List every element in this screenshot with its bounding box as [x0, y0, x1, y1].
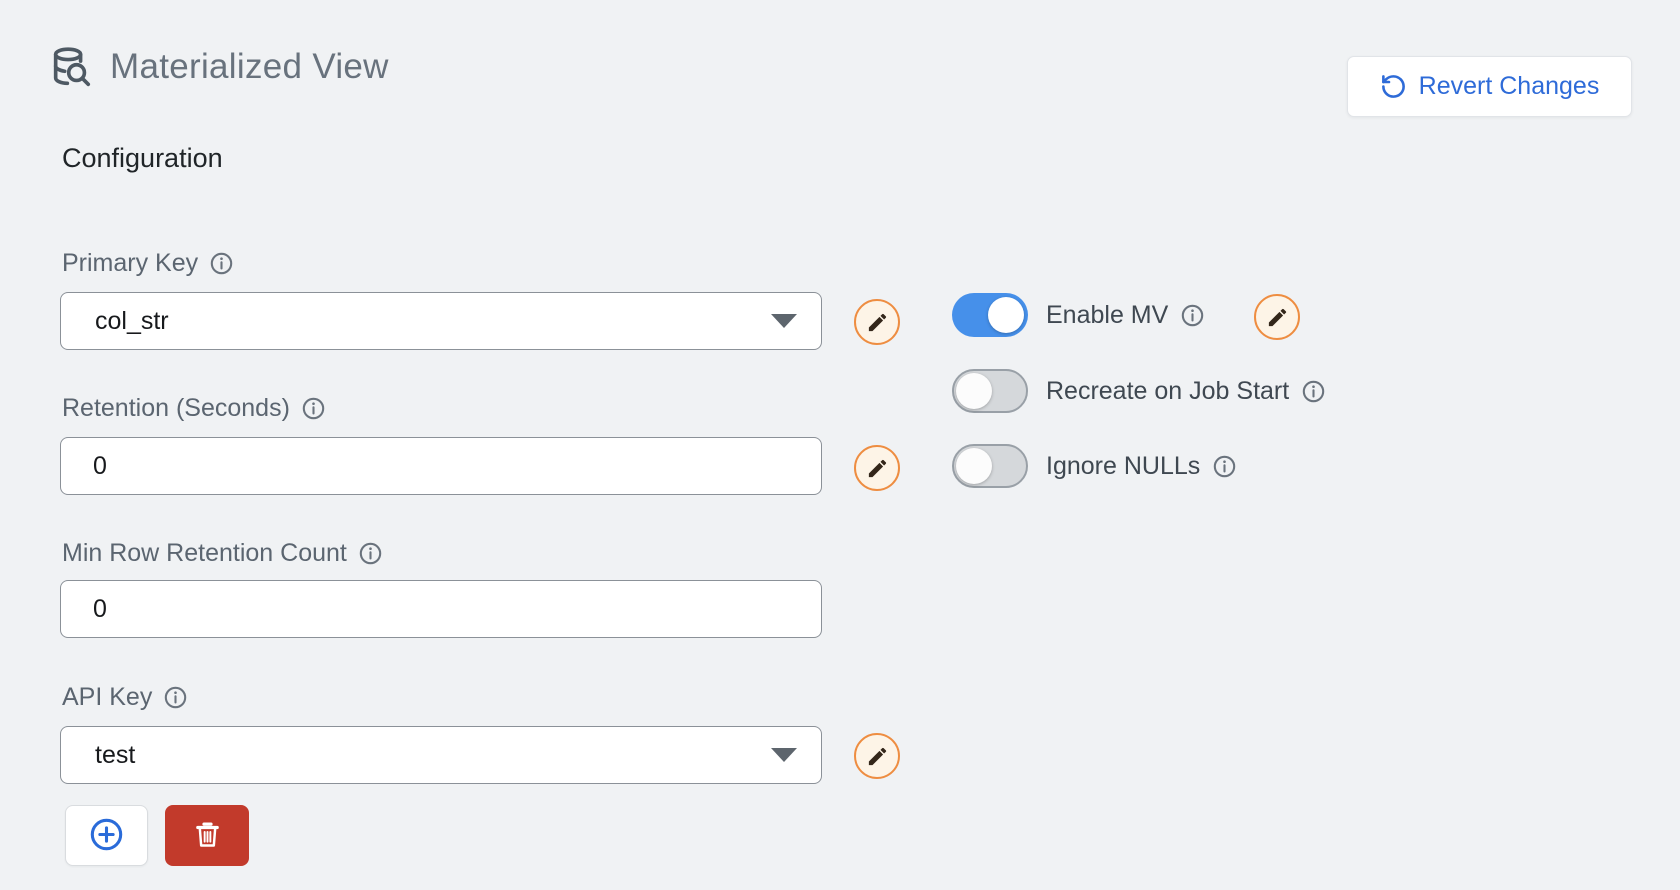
- edit-api-key-button[interactable]: [854, 733, 900, 779]
- recreate-on-job-start-label-text: Recreate on Job Start: [1046, 377, 1290, 405]
- primary-key-label: Primary Key: [62, 247, 234, 279]
- caret-down-icon: [771, 748, 797, 762]
- recreate-on-job-start-toggle[interactable]: [952, 369, 1028, 413]
- revert-changes-label: Revert Changes: [1418, 72, 1600, 100]
- retention-seconds-label-text: Retention (Seconds): [62, 394, 290, 422]
- edit-retention-seconds-button[interactable]: [854, 445, 900, 491]
- add-api-key-button[interactable]: [65, 805, 148, 866]
- info-icon[interactable]: [358, 541, 383, 566]
- recreate-on-job-start-label: Recreate on Job Start: [1046, 374, 1326, 408]
- revert-changes-button[interactable]: Revert Changes: [1347, 56, 1632, 117]
- api-key-label-text: API Key: [62, 683, 153, 711]
- enable-mv-toggle[interactable]: [952, 293, 1028, 337]
- ignore-nulls-label: Ignore NULLs: [1046, 449, 1237, 483]
- caret-down-icon: [771, 314, 797, 328]
- pencil-icon: [866, 457, 889, 480]
- min-row-retention-count-input[interactable]: [60, 580, 822, 638]
- api-key-value: test: [95, 740, 136, 769]
- info-icon[interactable]: [1212, 454, 1237, 479]
- edit-primary-key-button[interactable]: [854, 299, 900, 345]
- info-icon[interactable]: [163, 685, 188, 710]
- delete-api-key-button[interactable]: [165, 805, 249, 866]
- toggle-knob: [956, 448, 992, 484]
- database-search-icon: [48, 45, 94, 91]
- page-title: Materialized View: [110, 47, 389, 86]
- ignore-nulls-label-text: Ignore NULLs: [1046, 452, 1201, 480]
- retention-seconds-input[interactable]: [60, 437, 822, 495]
- section-title: Configuration: [62, 143, 223, 173]
- pencil-icon: [866, 745, 889, 768]
- ignore-nulls-toggle[interactable]: [952, 444, 1028, 488]
- trash-icon: [192, 819, 223, 853]
- rotate-ccw-icon: [1380, 73, 1407, 100]
- min-row-retention-count-label-text: Min Row Retention Count: [62, 539, 347, 567]
- info-icon[interactable]: [1301, 379, 1326, 404]
- min-row-retention-count-label: Min Row Retention Count: [62, 537, 383, 569]
- api-key-label: API Key: [62, 681, 188, 713]
- edit-enable-mv-button[interactable]: [1254, 294, 1300, 340]
- primary-key-dropdown[interactable]: col_str: [60, 292, 822, 350]
- plus-circle-icon: [88, 816, 125, 856]
- pencil-icon: [1266, 306, 1289, 329]
- enable-mv-label: Enable MV: [1046, 298, 1205, 332]
- info-icon[interactable]: [1180, 303, 1205, 328]
- info-icon[interactable]: [209, 251, 234, 276]
- toggle-knob: [988, 297, 1024, 333]
- enable-mv-label-text: Enable MV: [1046, 301, 1169, 329]
- api-key-dropdown[interactable]: test: [60, 726, 822, 784]
- toggle-knob: [956, 373, 992, 409]
- primary-key-value: col_str: [95, 306, 169, 335]
- info-icon[interactable]: [301, 396, 326, 421]
- pencil-icon: [866, 311, 889, 334]
- primary-key-label-text: Primary Key: [62, 249, 199, 277]
- retention-seconds-label: Retention (Seconds): [62, 392, 326, 424]
